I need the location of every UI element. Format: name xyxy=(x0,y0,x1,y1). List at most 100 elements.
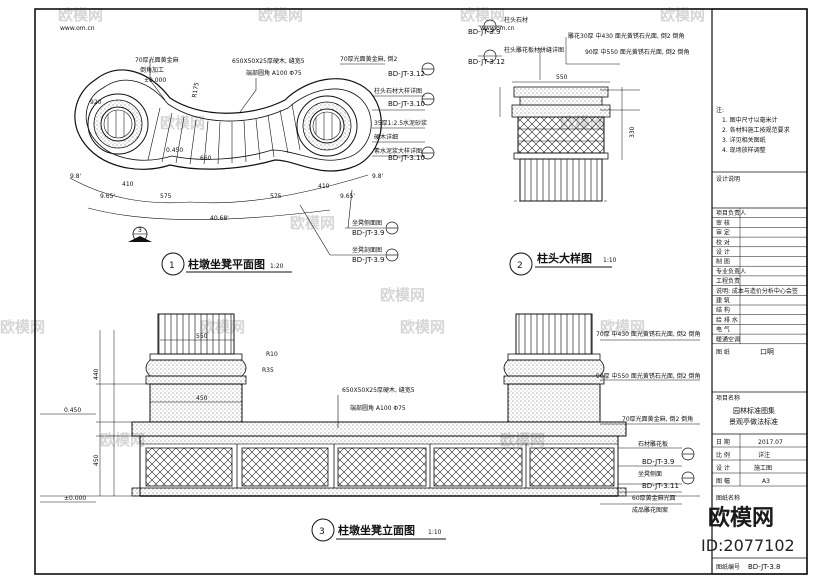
plan-dim: 9.65' xyxy=(340,193,355,200)
elev-note: 70厚光面黄金麻, 倒2 倒角 xyxy=(622,415,693,423)
capital-ref: BD-JT-3.12 xyxy=(468,58,505,66)
title-block-row-label: 校 对 xyxy=(716,238,730,246)
elev-dim: 450 xyxy=(93,454,100,466)
svg-text:1:20: 1:20 xyxy=(270,263,284,270)
elev-note: 端部圆角 A100 Φ75 xyxy=(350,404,406,412)
title-block: 注: 1. 图中尺寸以毫米计 2. 各材料施工按规范要求 3. 详见相关图纸 4… xyxy=(711,8,808,575)
info-value: A3 xyxy=(762,478,770,485)
elev-dim: 440 xyxy=(93,368,100,380)
plan-label: 坐凳剖面图 xyxy=(352,246,382,254)
elev-elevation: 0.450 xyxy=(64,407,81,414)
title-block-row-label: 项目负责人 xyxy=(716,209,746,217)
plan-label: 70厚光面黄金麻, 倒2 xyxy=(340,55,397,63)
plan-dim-total: 40.68' xyxy=(210,215,229,222)
plan-label: 端部圆角 A100 Φ75 xyxy=(246,69,302,77)
plan-label: 坐凳侧面图 xyxy=(352,219,382,227)
watermark-text: 欧模网 xyxy=(258,6,303,24)
elev-note: 70厚 中430 面光黄锈石光面, 倒2 倒角 xyxy=(596,330,700,338)
plan-ref: BD-JT-3.9 xyxy=(352,256,384,264)
plan-ref: BD-JT-3.10 xyxy=(388,154,425,162)
stamp-value: 口啊 xyxy=(760,348,774,356)
info-value: 2017.07 xyxy=(758,439,783,446)
drawing-no: BD-JT-3.8 xyxy=(748,563,780,571)
note-line: 3. 详见相关图纸 xyxy=(722,136,766,144)
plan-label: 35厚1:2.5水泥砂浆 xyxy=(374,119,427,127)
watermark-text: 欧模网 xyxy=(0,318,45,336)
elev-ref: BD-JT-3.11 xyxy=(642,482,679,490)
capital-dim: 330 xyxy=(629,126,636,138)
drawing-no-heading: 图纸编号 xyxy=(716,563,740,571)
capital-note: 90厚 中550 面光黄锈石光面, 倒2 倒角 xyxy=(585,48,689,56)
elev-note: 成品雕花图案 xyxy=(632,506,668,514)
capital-title: 2 柱头大样图 1:10 xyxy=(509,251,617,276)
title-block-row-label: 给 排 水 xyxy=(716,316,738,324)
drawing-name-heading: 图纸名称 xyxy=(716,494,740,502)
elev-note: 90厚 中550 面光黄锈石光面, 倒2 倒角 xyxy=(596,372,700,380)
elev-note: 坐凳侧面 xyxy=(638,470,662,478)
title-block-row-label: 说明: 成本与造价分析中心会签 xyxy=(716,287,798,295)
capital-note: 雕花30厚 中430 面光黄锈石光面, 倒2 倒角 xyxy=(568,32,684,40)
info-value: 施工图 xyxy=(754,464,772,472)
plan-label: 650X50X25厚硬木, 缝宽5 xyxy=(232,57,305,65)
svg-text:3: 3 xyxy=(138,227,142,234)
svg-text:柱头大样图: 柱头大样图 xyxy=(537,251,592,265)
stamp-label: 图 纸 xyxy=(716,348,730,356)
title-block-row-label: 制 图 xyxy=(716,258,730,266)
project-subname: 景观亭做法标准 xyxy=(729,417,778,426)
capital-note: 柱头雕花板材拼缝详图 xyxy=(504,46,564,54)
note-line: 4. 现场放样调整 xyxy=(722,146,766,154)
svg-text:1:10: 1:10 xyxy=(603,257,617,264)
plan-ref: BD-JT-3.10 xyxy=(388,100,425,108)
svg-text:1:10: 1:10 xyxy=(428,529,442,536)
elev-dim: 550 xyxy=(196,333,208,340)
watermark-text: 欧模网 xyxy=(400,318,445,336)
project-heading: 项目名称 xyxy=(716,394,740,402)
plan-ref: BD-JT-3.12 xyxy=(388,70,425,78)
info-key: 图 幅 xyxy=(716,477,730,485)
plan-title: 1 柱墩坐凳平面图 1:20 xyxy=(161,252,292,276)
watermark-url: www.om.cn xyxy=(480,25,515,32)
plan-dim: 410 xyxy=(122,181,134,188)
capital-detail: BD-JT-3.9 BD-JT-3.12 550 330 柱头石材 柱头雕花板材 xyxy=(468,16,689,276)
capital-dim: 550 xyxy=(556,74,568,81)
plan-label: 柱头石材大样详图 xyxy=(374,87,422,95)
title-block-row-label: 电 气 xyxy=(716,326,730,334)
plan-ref: BD-JT-3.9 xyxy=(352,229,384,237)
title-block-row-label: 建 筑 xyxy=(716,297,730,305)
watermark-text: 欧模网 xyxy=(58,6,103,24)
info-key: 日 期 xyxy=(716,438,730,446)
capital-note: 柱头石材 xyxy=(504,16,528,24)
plan-dim: 575 xyxy=(270,193,282,200)
info-key: 比 例 xyxy=(716,451,730,459)
info-key: 设 计 xyxy=(716,464,730,472)
elev-note: 石材雕花板 xyxy=(638,440,668,448)
watermark-text: 欧模网 xyxy=(290,214,335,232)
plan-dim: 9.65' xyxy=(100,193,115,200)
title-block-row-label: 结 构 xyxy=(716,306,730,314)
elev-radius: R35 xyxy=(262,367,274,374)
title-block-row-label: 审 定 xyxy=(716,229,730,237)
title-block-row-label: 审 核 xyxy=(716,219,730,227)
title-block-row-label: 专业负责人 xyxy=(716,267,746,275)
section-marker: 3 - xyxy=(128,226,152,242)
elev-note: 60厚黄金麻光面 xyxy=(632,494,676,502)
elev-ref: BD-JT-3.9 xyxy=(642,458,674,466)
note-line: 1. 图中尺寸以毫米计 xyxy=(722,116,778,124)
svg-text:2: 2 xyxy=(517,261,523,271)
plan-label: 硬木详细 xyxy=(374,133,398,141)
logo-id: ID:2077102 xyxy=(701,536,795,555)
plan-dim: 9.8' xyxy=(70,173,82,180)
plan-view: 70厚光面黄金麻 倒角加工 ±0.000 R175 650X50X25厚硬木, … xyxy=(69,55,435,276)
title-block-row-label: 暖通空调 xyxy=(716,335,740,343)
plan-dim: 9.8' xyxy=(372,173,384,180)
elev-elevation: ±0.000 xyxy=(64,495,86,502)
elev-dim: 450 xyxy=(196,395,208,402)
svg-text:柱墩坐凳平面图: 柱墩坐凳平面图 xyxy=(188,257,265,271)
logo-text: 欧模网 xyxy=(708,505,774,531)
elev-radius: R10 xyxy=(266,351,278,358)
info-value: 详注 xyxy=(758,451,770,459)
plan-dim: 660 xyxy=(200,155,212,162)
title-block-row-label: 设 计 xyxy=(716,248,730,256)
elevation-title: 3 柱墩坐凳立面图 1:10 xyxy=(311,518,446,542)
